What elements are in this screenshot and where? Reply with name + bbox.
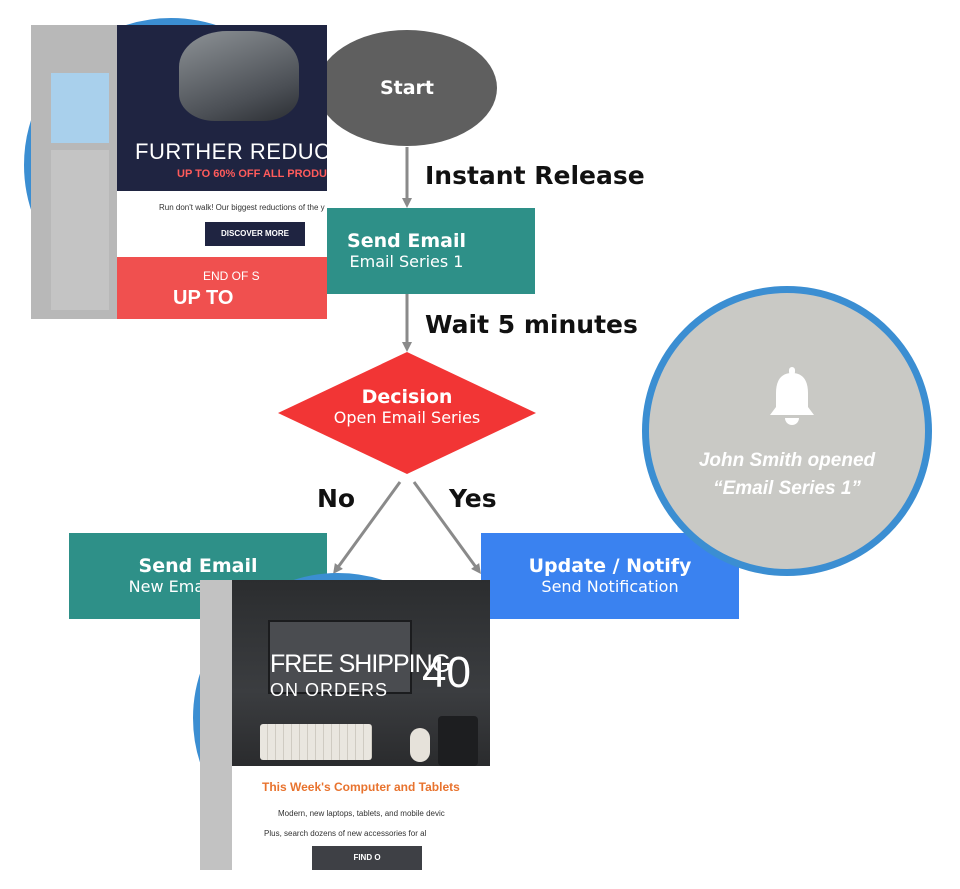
update-notify-text: Update / Notify Send Notification bbox=[481, 555, 739, 597]
update-notify-title: Update / Notify bbox=[528, 555, 692, 577]
email-preview-bottom-circle: FREE SHIPPING ON ORDERS 40 This Week's C… bbox=[193, 573, 490, 870]
tablet-image bbox=[438, 716, 478, 766]
notification-bubble: John Smith opened “Email Series 1” bbox=[642, 286, 932, 576]
email-section-title: This Week's Computer and Tablets bbox=[262, 780, 460, 794]
email-client-sidebar bbox=[51, 73, 109, 143]
on-orders-headline: ON ORDERS bbox=[270, 680, 389, 700]
email-client-sidebar-lower bbox=[51, 150, 109, 310]
keyboard-image bbox=[260, 724, 372, 760]
email-body-line2: Plus, search dozens of new accessories f… bbox=[264, 829, 427, 838]
email-hero: FURTHER REDUC UP TO 60% OFF ALL PRODU bbox=[117, 25, 330, 191]
send-email-series1-text: Send Email Email Series 1 bbox=[278, 230, 535, 272]
send-email-new-title: Send Email bbox=[138, 555, 258, 577]
edge-label-yes: Yes bbox=[449, 484, 497, 513]
send-email-series1-title: Send Email bbox=[347, 230, 466, 252]
edge-label-wait: Wait 5 minutes bbox=[425, 310, 638, 339]
email-body-text: Run don't walk! Our biggest reductions o… bbox=[159, 203, 325, 212]
discover-more-button[interactable]: DISCOVER MORE bbox=[205, 222, 305, 246]
decision-text: Decision Open Email Series bbox=[278, 386, 536, 428]
edge-label-no: No bbox=[317, 484, 356, 513]
monitor-shape bbox=[268, 620, 412, 694]
shoe-image bbox=[179, 31, 299, 121]
amount-headline: 40 bbox=[422, 648, 471, 697]
notification-line2: “Email Series 1” bbox=[713, 478, 861, 499]
sale-banner-line2: UP TO bbox=[173, 287, 234, 309]
email-headline: FURTHER REDUC bbox=[135, 139, 331, 164]
notification-line1: John Smith opened bbox=[698, 450, 876, 471]
update-notify-subtitle: Send Notification bbox=[541, 577, 679, 596]
edge-yes bbox=[412, 481, 481, 575]
mouse-image bbox=[410, 728, 430, 762]
bell-icon bbox=[770, 367, 814, 425]
email-body-line1: Modern, new laptops, tablets, and mobile… bbox=[278, 809, 445, 818]
update-notify-node bbox=[481, 533, 739, 619]
email-sale-banner: END OF S UP TO bbox=[117, 257, 327, 319]
free-shipping-headline: FREE SHIPPING bbox=[270, 650, 451, 678]
decision-subtitle: Open Email Series bbox=[333, 408, 481, 427]
edge-label-instant-release: Instant Release bbox=[425, 161, 645, 190]
sale-banner-line1: END OF S bbox=[203, 269, 260, 283]
start-node bbox=[317, 30, 497, 146]
desk-hero-image: FREE SHIPPING ON ORDERS 40 bbox=[232, 580, 490, 766]
edge-no bbox=[333, 481, 402, 575]
email-card-bottom: FREE SHIPPING ON ORDERS 40 This Week's C… bbox=[232, 580, 490, 870]
start-label: Start bbox=[379, 77, 435, 99]
notification-text: John Smith opened “Email Series 1” bbox=[649, 447, 925, 503]
decision-title: Decision bbox=[361, 386, 453, 408]
email-card: FURTHER REDUC UP TO 60% OFF ALL PRODU Ru… bbox=[117, 25, 330, 319]
decision-node bbox=[278, 352, 536, 474]
email-preview-top-circle: FURTHER REDUC UP TO 60% OFF ALL PRODU Ru… bbox=[24, 18, 330, 319]
email-offer: UP TO 60% OFF ALL PRODU bbox=[177, 168, 327, 180]
send-email-series1-subtitle: Email Series 1 bbox=[349, 252, 464, 271]
find-out-button[interactable]: FIND O bbox=[312, 846, 422, 870]
